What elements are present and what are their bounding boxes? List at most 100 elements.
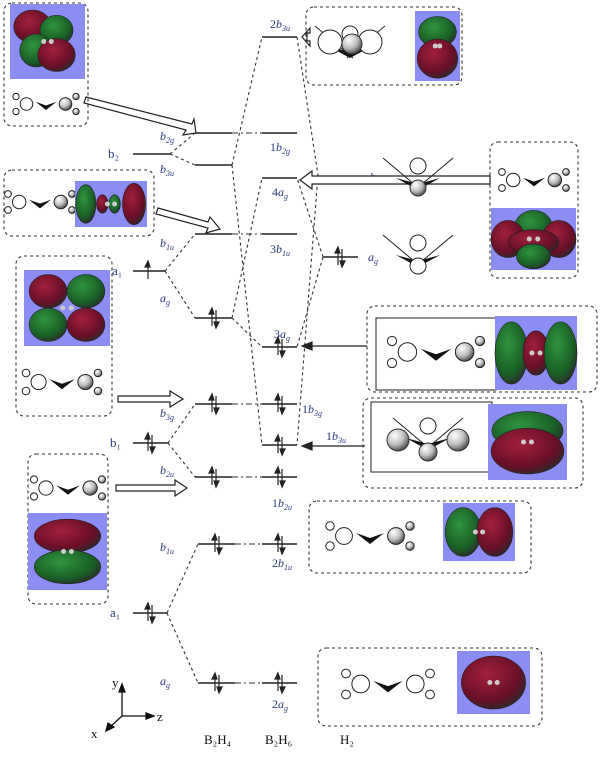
wedge-bond (28, 199, 52, 209)
orbital-ball (409, 179, 427, 197)
atom (494, 680, 500, 685)
arrow-to-1b3u-head (300, 441, 313, 451)
b2h6-levels (262, 36, 297, 684)
fragment-labels: b₂ a₁ b₁ a₁ (108, 146, 122, 620)
boron-orbital (30, 373, 47, 391)
boron-orbital (387, 527, 405, 545)
electron-down-head (339, 260, 346, 269)
red-lobe (461, 655, 526, 710)
electron-up-head (208, 465, 215, 474)
arrow-to-2b3u (301, 26, 311, 48)
electron-down-head (149, 446, 156, 455)
hydrogen-orbital (68, 190, 76, 198)
electron-up-head (334, 245, 341, 254)
arrow-to-b3g (117, 389, 185, 409)
electrons-frag-a1_bottom (144, 601, 156, 625)
electron-up-head (274, 532, 281, 541)
atom (61, 549, 67, 554)
orbital-ball (418, 442, 438, 462)
electron-up-head (144, 431, 151, 440)
axis-label-y: y (112, 675, 119, 690)
boron-orbital (454, 342, 475, 362)
atom (41, 39, 47, 44)
hydrogen-orbital (498, 168, 506, 176)
hydrogen-orbital (498, 184, 506, 192)
electrons-b2h4-ag_up (208, 306, 220, 330)
panel-2b1u (308, 500, 532, 574)
hydrogen-orbital (325, 541, 335, 551)
atom (432, 43, 438, 49)
label-2b3u: 2b3u (270, 17, 290, 33)
label-b2h4-b2g: b2g (160, 129, 174, 145)
hydrogen-orbital (68, 206, 76, 214)
green-lobe (75, 184, 97, 224)
hydrogen-orbital (93, 386, 103, 396)
electron-down-head (279, 480, 286, 489)
electrons-b2h6-3ag (274, 335, 286, 359)
boron-orbital (397, 342, 418, 362)
electron-down-head (216, 547, 223, 556)
b2h6-labels: 2b3u 1b2g 4ag 3b1u 3ag 1b3g 1b3u 1b2u 2b… (270, 17, 346, 713)
electron-down-head (279, 686, 286, 695)
electrons-b2h6-1b2u (274, 465, 286, 489)
hydrogen-orbital (474, 335, 486, 347)
boron-orbital (82, 480, 98, 496)
hydrogen-orbital (386, 335, 398, 347)
boron-orbital (77, 373, 94, 391)
wedge-bond (522, 177, 546, 187)
red-lobe (122, 183, 146, 226)
label-b2h4-ag-low: ag (160, 674, 170, 690)
z-axis-arrowhead (145, 712, 156, 720)
red-lobe (37, 38, 76, 72)
electron-down-head (279, 350, 286, 359)
wedge-bond (56, 485, 80, 495)
label-b2: b₂ (108, 146, 119, 161)
wedge-bond (356, 533, 384, 544)
hydrogen-orbital (4, 206, 12, 214)
arrow-to-b2u (115, 478, 189, 498)
electron-up-head (274, 671, 281, 680)
orbital-ball (386, 428, 410, 452)
atom (537, 350, 543, 356)
boron-orbital (11, 194, 27, 210)
hydrogen-orbital (97, 492, 107, 501)
electron-down-head (279, 407, 286, 416)
hydrogen-orbital (562, 168, 570, 176)
panel-b2u (27, 453, 109, 605)
atom (437, 43, 443, 49)
hydrogen-orbital (405, 521, 415, 531)
hydrogen-circle (419, 417, 437, 435)
hydrogen-orbital (12, 107, 20, 116)
label-b2h4-b1u-up: b1u (160, 236, 174, 252)
atom (472, 529, 478, 535)
column-label-b2h4: B₂H₄ (204, 732, 232, 747)
label-3b1u: 3b1u (270, 242, 290, 258)
panel-4ag (489, 141, 579, 279)
electrons-b2h4-ag_low (211, 671, 223, 695)
green-lobe (543, 321, 578, 385)
panel-b3g (15, 255, 113, 417)
electron-down-head (279, 547, 286, 556)
atom (112, 201, 118, 207)
boron-orbital (38, 480, 54, 496)
orbital-panels (3, 2, 598, 727)
hydrogen-orbital (21, 368, 31, 378)
label-b2h4-b3g: b3g (160, 406, 174, 422)
green-lobe (28, 307, 68, 342)
red-lobe (490, 428, 565, 475)
label-3ag: 3ag (274, 327, 290, 343)
atom (535, 236, 541, 242)
label-1b3u: 1b3u (326, 429, 346, 445)
electron-up-head (274, 335, 281, 344)
electron-up-head (208, 306, 215, 315)
hydrogen-circle (409, 157, 427, 175)
hydrogen-orbital (4, 190, 12, 198)
column-label-h2: H₂ (340, 732, 354, 747)
electron-up-head (274, 392, 281, 401)
label-b2h4-b3u: b3u (160, 162, 174, 178)
label-b1: b₁ (110, 435, 121, 450)
wedge-bond (420, 348, 452, 361)
dashed-panel-border (317, 647, 543, 727)
orbital-circle (317, 29, 343, 55)
green-lobe (66, 274, 106, 309)
